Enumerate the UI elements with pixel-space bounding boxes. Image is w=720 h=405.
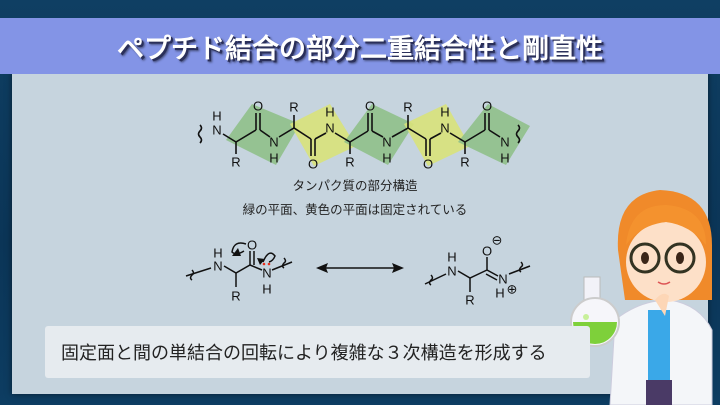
slide-title: ペプチド結合の部分二重結合性と剛直性 — [117, 33, 603, 65]
backbone-bonds — [197, 113, 521, 156]
atom-label: R — [403, 100, 412, 115]
title-bar: ペプチド結合の部分二重結合性と剛直性 — [0, 18, 720, 74]
resonance-right-bonds — [424, 257, 531, 292]
atom-label: H — [440, 105, 449, 120]
atom-label: O — [482, 244, 492, 259]
atom-label: N — [447, 264, 456, 279]
atom-label: H — [262, 282, 271, 297]
summary-box: 固定面と間の単結合の回転により複雑な３次構造を形成する — [45, 326, 590, 378]
resonance-arrow — [316, 263, 404, 273]
atom-label: O — [365, 99, 375, 114]
atom-label: O — [253, 99, 263, 114]
atom-label: H — [382, 151, 391, 166]
atom-label: N — [500, 135, 509, 150]
atom-label: O — [423, 157, 433, 172]
atom-label: H — [325, 105, 334, 120]
atom-label: H — [447, 250, 456, 265]
atom-label: R — [231, 155, 240, 170]
atom-label: R — [465, 293, 474, 308]
atom-label: N — [262, 266, 271, 281]
atom-label: O — [247, 238, 257, 253]
negative-charge: ⊖ — [492, 233, 503, 248]
atom-label: H — [213, 246, 222, 261]
atom-label: N — [382, 135, 391, 150]
atom-label: R — [289, 100, 298, 115]
green-plane — [226, 104, 300, 165]
atom-label: O — [308, 157, 318, 172]
summary-text: 固定面と間の単結合の回転により複雑な３次構造を形成する — [61, 343, 547, 364]
atom-label: R — [460, 155, 469, 170]
positive-charge: ⊕ — [507, 282, 518, 297]
atom-label: H — [269, 151, 278, 166]
atom-label: O — [482, 99, 492, 114]
atom-label: N — [440, 121, 449, 136]
atom-label: N — [325, 121, 334, 136]
wavy-bond — [197, 124, 203, 144]
atom-label: N — [213, 259, 222, 274]
resonance-left-bonds — [185, 242, 293, 287]
structure-caption-note: 緑の平面、黄色の平面は固定されている — [242, 202, 468, 217]
scientist-character-illustration — [570, 190, 713, 405]
atom-label: R — [345, 155, 354, 170]
curved-arrow — [262, 252, 276, 263]
atom-label: H — [212, 109, 221, 124]
atom-label: N — [212, 123, 221, 138]
structure-caption-title: タンパク質の部分構造 — [292, 178, 418, 193]
atom-label: H — [500, 151, 509, 166]
green-plane — [458, 104, 530, 165]
atom-label: H — [495, 286, 504, 301]
atom-label: N — [498, 272, 507, 287]
atom-label: N — [269, 135, 278, 150]
wavy-bond — [515, 124, 521, 144]
atom-label: R — [231, 289, 240, 304]
